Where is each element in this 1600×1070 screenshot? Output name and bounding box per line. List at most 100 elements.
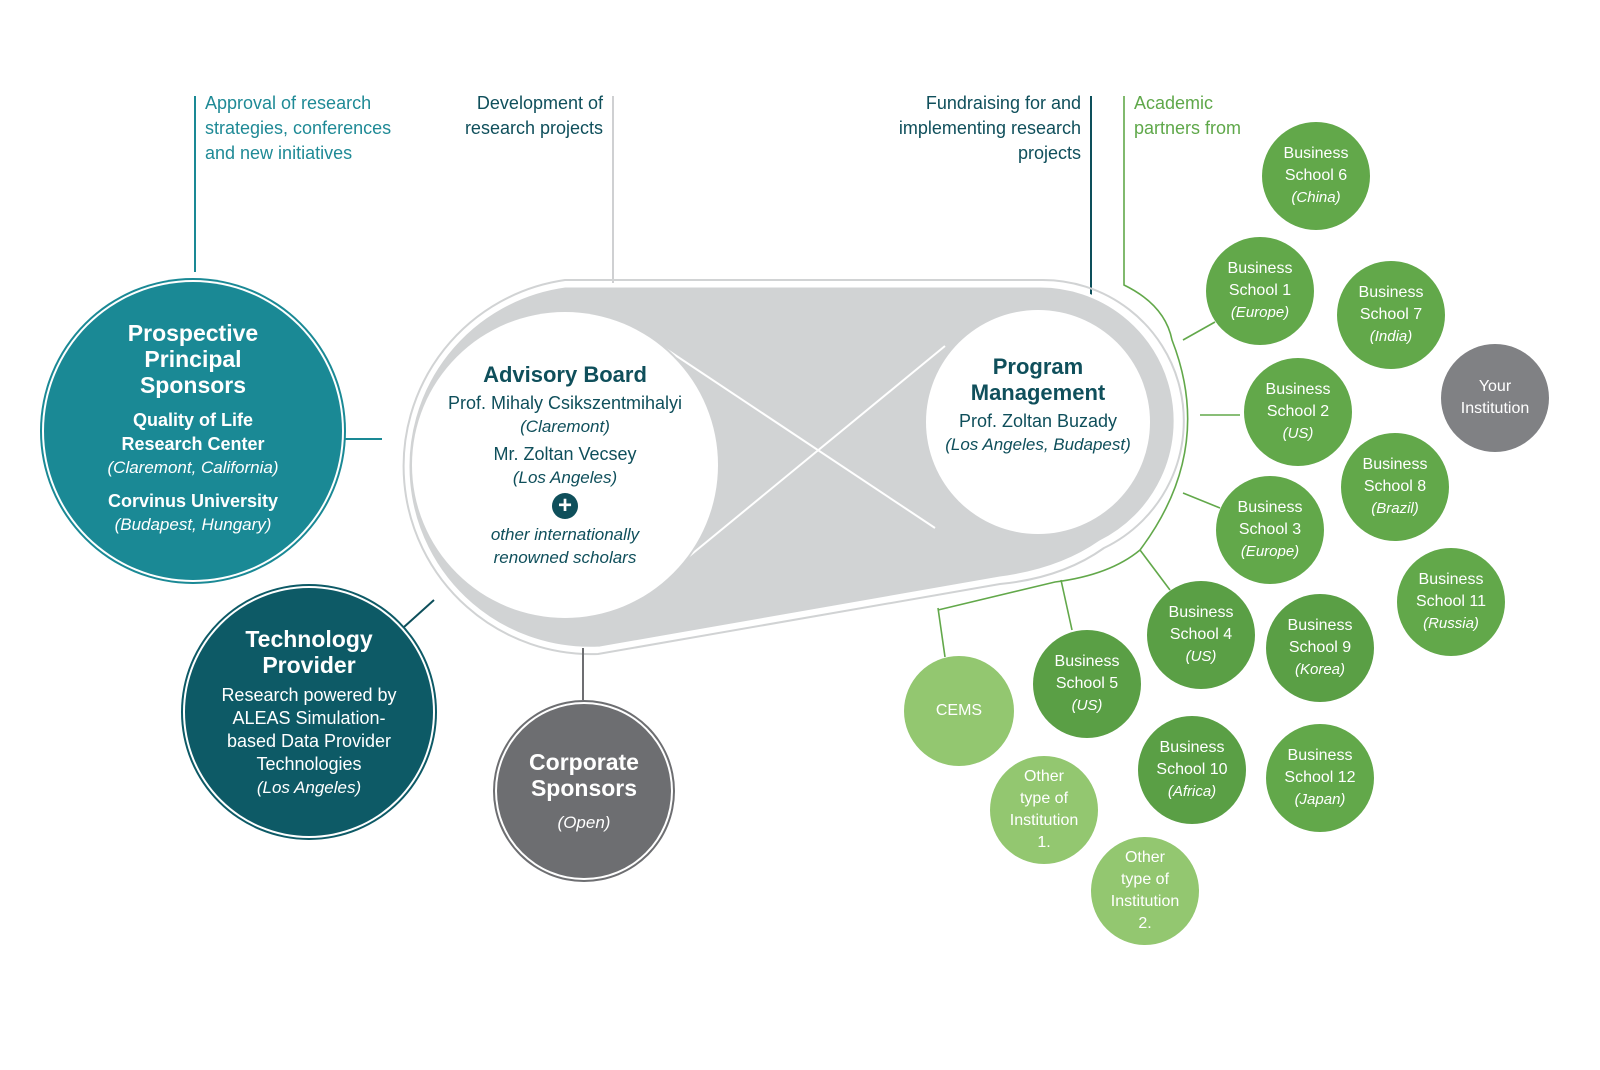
advisory-member-1: Prof. Mihaly Csikszentmihalyi — [447, 392, 683, 413]
partner-name-line: Other — [1023, 768, 1064, 785]
branch-cems — [937, 607, 946, 658]
academic-annotation: Academic partners from — [1134, 91, 1241, 141]
development-line-1: Development of — [476, 93, 603, 113]
partner-name-line: School 9 — [1288, 639, 1352, 656]
partner-name-line: School 6 — [1284, 167, 1348, 184]
partner-name-line: Institution — [1110, 893, 1180, 910]
advisory-band-outline — [402, 278, 1185, 656]
partner-name-line: Business — [1265, 381, 1331, 398]
partner-name-line: Your — [1478, 378, 1512, 395]
fundraising-line-1: Fundraising for and — [925, 93, 1081, 113]
fundraising-annotation: Fundraising for and implementing researc… — [860, 91, 1081, 166]
partner-name-line: Business — [1159, 739, 1225, 756]
partner-name-line: School 8 — [1363, 478, 1427, 495]
partner-location: (Russia) — [1423, 615, 1479, 632]
partner-location: (US) — [1071, 697, 1103, 714]
corporate-sponsors-circle[interactable]: Corporate Sponsors (Open) — [497, 704, 671, 878]
partner-name-line: type of — [1019, 790, 1069, 807]
advisory-member-1-location: (Claremont) — [520, 416, 610, 436]
partner-name-line: Business — [1054, 653, 1120, 670]
advisory-member-2: Mr. Zoltan Vecsey — [493, 443, 637, 464]
tech-title-2: Provider — [262, 651, 356, 678]
tech-connector — [403, 599, 435, 628]
partner-name-line: 2. — [1138, 915, 1152, 932]
partner-name-line: School 1 — [1228, 282, 1292, 299]
program-title-1: Program — [992, 354, 1084, 379]
corporate-title-1: Corporate — [529, 748, 639, 775]
principal-org1-line-2: Research Center — [121, 434, 265, 454]
partner-name-line: CEMS — [935, 702, 983, 719]
advisory-board-circle[interactable]: Advisory Board Prof. Mihaly Csikszentmih… — [412, 312, 718, 618]
tech-title-1: Technology — [245, 625, 373, 652]
partner-name-line: School 3 — [1238, 521, 1302, 538]
partner-circle[interactable]: CEMS — [904, 656, 1014, 766]
partner-name-line: Other — [1124, 849, 1165, 866]
partner-name-line: School 2 — [1266, 403, 1330, 420]
principal-org1-line-1: Quality of Life — [132, 410, 253, 430]
approval-line-3: and new initiatives — [205, 143, 353, 163]
principal-title-3: Sponsors — [139, 372, 247, 398]
principal-sponsors-circle[interactable]: Prospective Principal Sponsors Quality o… — [44, 282, 342, 580]
tech-desc-3: based Data Provider — [226, 730, 392, 751]
principal-title-2: Principal — [144, 346, 242, 372]
partner-name-line: School 10 — [1156, 761, 1228, 778]
development-line-2: research projects — [464, 118, 603, 138]
partner-name-line: 1. — [1037, 834, 1051, 851]
branch-bs3 — [1182, 492, 1221, 509]
partner-name-line: Business — [1283, 145, 1349, 162]
program-lead: Prof. Zoltan Buzady — [958, 411, 1118, 431]
tech-desc-1: Research powered by — [221, 684, 397, 705]
partner-name-line: Business — [1287, 617, 1353, 634]
partner-name-line: Institution — [1009, 812, 1079, 829]
advisory-others-1: other internationally — [490, 524, 640, 544]
partner-name-line: School 7 — [1359, 306, 1423, 323]
partners-arc — [937, 96, 1189, 611]
partner-name-line: School 12 — [1284, 769, 1356, 786]
partner-name-line: Business — [1237, 499, 1303, 516]
fundraising-line-3: projects — [1017, 143, 1081, 163]
partner-name-line: Institution — [1460, 400, 1530, 417]
partner-name-line: Business — [1418, 571, 1484, 588]
tech-desc-4: Technologies — [256, 753, 362, 774]
advisory-others-2: renowned scholars — [493, 547, 637, 567]
partner-location: (China) — [1291, 189, 1341, 206]
program-lead-location: (Los Angeles, Budapest) — [945, 435, 1131, 454]
partner-name-line: Business — [1168, 604, 1234, 621]
branch-bs4 — [1139, 549, 1171, 591]
branch-bs5 — [1060, 579, 1073, 631]
program-title-2: Management — [970, 380, 1106, 405]
advisory-title: Advisory Board — [483, 361, 647, 387]
cross-line-2 — [669, 345, 946, 573]
corporate-status: (Open) — [557, 812, 611, 832]
plus-icon: + — [552, 492, 578, 519]
program-management-circle[interactable]: Program Management Prof. Zoltan Buzady (… — [926, 310, 1150, 534]
cross-line-1 — [659, 344, 936, 529]
partner-location: (India) — [1369, 328, 1413, 345]
development-annotation: Development of research projects — [420, 91, 603, 141]
partner-location: (US) — [1185, 648, 1217, 665]
partner-name-line: Business — [1227, 260, 1293, 277]
tech-location: (Los Angeles) — [256, 777, 362, 797]
approval-annotation: Approval of research strategies, confere… — [205, 91, 391, 166]
technology-provider-circle[interactable]: Technology Provider Research powered by … — [185, 588, 433, 836]
corporate-title-2: Sponsors — [530, 774, 638, 801]
academic-line-1: Academic — [1134, 93, 1214, 113]
partner-name-line: Business — [1362, 456, 1428, 473]
academic-line-2: partners from — [1134, 118, 1242, 138]
partner-circle[interactable]: Other type of Institution 1. — [990, 756, 1098, 864]
